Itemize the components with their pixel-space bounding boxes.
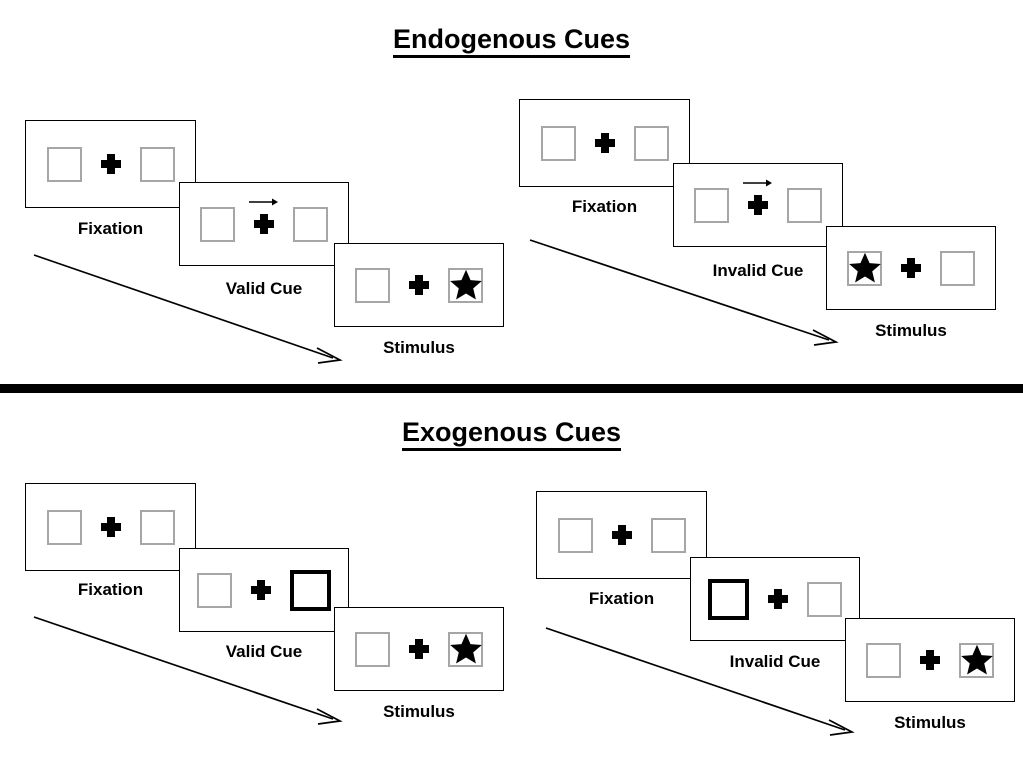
placeholder-square-left bbox=[540, 125, 576, 161]
frame-card-valid-cue bbox=[179, 182, 349, 266]
section-title-exogenous-text: Exogenous Cues bbox=[401, 419, 622, 451]
placeholder-square-left bbox=[866, 642, 901, 678]
target-square-right bbox=[448, 267, 483, 303]
placeholder-square-left bbox=[200, 206, 235, 242]
placeholder-square-left bbox=[355, 267, 390, 303]
arrow-right-icon bbox=[249, 198, 278, 206]
plus-icon bbox=[408, 274, 430, 296]
star-icon bbox=[449, 633, 482, 664]
plus-icon bbox=[594, 132, 616, 154]
frame-card-invalid-cue bbox=[673, 163, 843, 247]
plus-icon bbox=[249, 198, 278, 235]
frame-label-stimulus: Stimulus bbox=[894, 713, 966, 732]
placeholder-square-right bbox=[139, 146, 175, 182]
plus-icon bbox=[767, 588, 789, 610]
frame-card-fixation bbox=[536, 491, 707, 579]
star-icon bbox=[960, 644, 993, 675]
section-title-exogenous: Exogenous Cues bbox=[0, 419, 1023, 451]
frame-content bbox=[355, 631, 483, 667]
frame-label-invalid-cue: Invalid Cue bbox=[712, 261, 804, 280]
frame-card-stimulus bbox=[334, 607, 504, 691]
placeholder-square-right bbox=[293, 206, 328, 242]
plus-icon bbox=[100, 153, 122, 175]
frame-content bbox=[694, 179, 822, 223]
placeholder-square-right bbox=[139, 509, 175, 545]
frame-content bbox=[355, 267, 483, 303]
frame-content bbox=[557, 517, 686, 553]
placeholder-square-right bbox=[787, 187, 822, 223]
section-divider bbox=[0, 384, 1023, 393]
frame-label-valid-cue: Valid Cue bbox=[225, 642, 303, 661]
placeholder-square-right bbox=[807, 581, 842, 617]
placeholder-square-left bbox=[46, 509, 82, 545]
frame-label-stimulus: Stimulus bbox=[383, 702, 455, 721]
plus-icon bbox=[900, 257, 922, 279]
plus-icon bbox=[743, 179, 772, 216]
frame-label-invalid-cue: Invalid Cue bbox=[729, 652, 821, 671]
frame-label-valid-cue: Valid Cue bbox=[225, 279, 303, 298]
frame-card-stimulus bbox=[826, 226, 996, 310]
placeholder-square-left bbox=[197, 572, 232, 608]
frame-content bbox=[46, 509, 175, 545]
placeholder-square-left bbox=[46, 146, 82, 182]
placeholder-square-left bbox=[355, 631, 390, 667]
frame-card-stimulus bbox=[845, 618, 1015, 702]
frame-content bbox=[866, 642, 994, 678]
plus-icon bbox=[919, 649, 941, 671]
placeholder-square-left bbox=[694, 187, 729, 223]
frame-card-fixation bbox=[25, 120, 196, 208]
frame-content bbox=[847, 250, 975, 286]
plus-icon bbox=[100, 516, 122, 538]
arrow-right-icon bbox=[743, 179, 772, 187]
frame-content bbox=[46, 146, 175, 182]
placeholder-square-left bbox=[557, 517, 593, 553]
plus-icon bbox=[611, 524, 633, 546]
section-title-endogenous-text: Endogenous Cues bbox=[392, 26, 630, 58]
frame-label-stimulus: Stimulus bbox=[383, 338, 455, 357]
frame-content bbox=[540, 125, 669, 161]
star-icon bbox=[449, 269, 482, 300]
placeholder-square-right bbox=[633, 125, 669, 161]
placeholder-square-right bbox=[650, 517, 686, 553]
target-square-left bbox=[847, 250, 882, 286]
frame-content bbox=[200, 198, 328, 242]
section-title-endogenous: Endogenous Cues bbox=[0, 26, 1023, 58]
target-square-right bbox=[448, 631, 483, 667]
frame-content bbox=[708, 578, 842, 620]
frame-card-stimulus bbox=[334, 243, 504, 327]
frame-label-fixation: Fixation bbox=[77, 580, 144, 599]
plus-icon bbox=[408, 638, 430, 660]
star-icon bbox=[848, 252, 881, 283]
frame-label-fixation: Fixation bbox=[77, 219, 144, 238]
frame-card-fixation bbox=[519, 99, 690, 187]
cued-square-left bbox=[708, 578, 749, 620]
frame-card-invalid-cue bbox=[690, 557, 860, 641]
target-square-right bbox=[959, 642, 994, 678]
frame-card-valid-cue bbox=[179, 548, 349, 632]
frame-card-fixation bbox=[25, 483, 196, 571]
frame-label-stimulus: Stimulus bbox=[875, 321, 947, 340]
frame-content bbox=[197, 569, 331, 611]
plus-icon bbox=[250, 579, 272, 601]
frame-label-fixation: Fixation bbox=[571, 197, 638, 216]
cued-square-right bbox=[290, 569, 331, 611]
frame-label-fixation: Fixation bbox=[588, 589, 655, 608]
placeholder-square-right bbox=[940, 250, 975, 286]
